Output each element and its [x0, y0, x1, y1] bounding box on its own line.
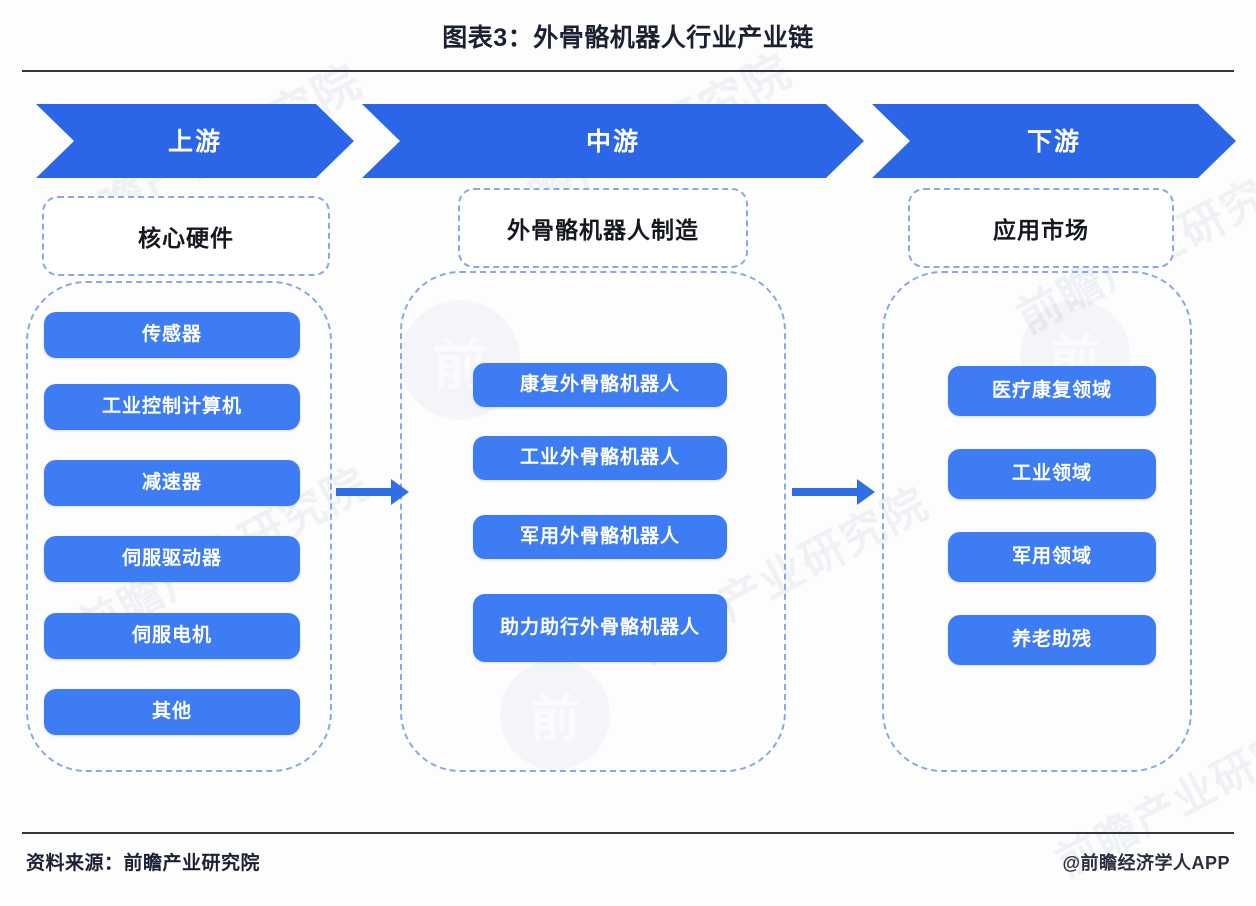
item-pill[interactable]: 伺服驱动器 — [44, 536, 300, 582]
stage-label-midstream: 中游 — [585, 128, 640, 156]
item-pill[interactable]: 工业外骨骼机器人 — [473, 436, 727, 480]
stage-chevron-midstream[interactable]: 中游 — [362, 104, 864, 178]
item-pill[interactable]: 助力助行外骨骼机器人 — [473, 594, 727, 662]
item-pill[interactable]: 工业控制计算机 — [44, 384, 300, 430]
stage-label-upstream: 上游 — [167, 128, 222, 156]
category-header-label: 核心硬件 — [138, 225, 234, 251]
item-pill[interactable]: 养老助残 — [948, 615, 1156, 665]
category-header-label: 外骨骼机器人制造 — [507, 217, 699, 243]
watermark-logo: 前 — [500, 660, 610, 770]
category-header-core-hardware[interactable]: 核心硬件 — [42, 196, 330, 276]
stage-chevron-upstream[interactable]: 上游 — [36, 104, 354, 178]
column-container-midstream — [400, 271, 786, 772]
category-header-exoskeleton-manufacturing[interactable]: 外骨骼机器人制造 — [458, 188, 748, 268]
item-pill[interactable]: 其他 — [44, 689, 300, 735]
stage-label-downstream: 下游 — [1026, 128, 1081, 156]
footer-divider — [22, 832, 1234, 834]
item-pill[interactable]: 军用领域 — [948, 532, 1156, 582]
item-pill[interactable]: 康复外骨骼机器人 — [473, 363, 727, 407]
credit-note: @前瞻经济学人APP — [1062, 853, 1230, 873]
item-pill[interactable]: 工业领域 — [948, 449, 1156, 499]
column-container-downstream — [882, 271, 1192, 772]
arrow-midstream-to-downstream-icon — [792, 479, 875, 505]
item-pill[interactable]: 伺服电机 — [44, 613, 300, 659]
arrow-upstream-to-midstream-icon — [336, 479, 409, 505]
item-pill[interactable]: 军用外骨骼机器人 — [473, 515, 727, 559]
title-divider — [22, 70, 1234, 72]
category-header-label: 应用市场 — [993, 217, 1089, 243]
source-note: 资料来源：前瞻产业研究院 — [26, 853, 261, 874]
item-pill[interactable]: 医疗康复领域 — [948, 366, 1156, 416]
chain-stage-banner: 上游 中游 下游 — [36, 104, 1236, 178]
category-header-application-market[interactable]: 应用市场 — [908, 188, 1174, 268]
item-pill[interactable]: 减速器 — [44, 460, 300, 506]
stage-chevron-downstream[interactable]: 下游 — [872, 104, 1236, 178]
column-container-upstream — [26, 281, 332, 772]
item-pill[interactable]: 传感器 — [44, 312, 300, 358]
page-title: 图表3：外骨骼机器人行业产业链 — [442, 24, 814, 52]
